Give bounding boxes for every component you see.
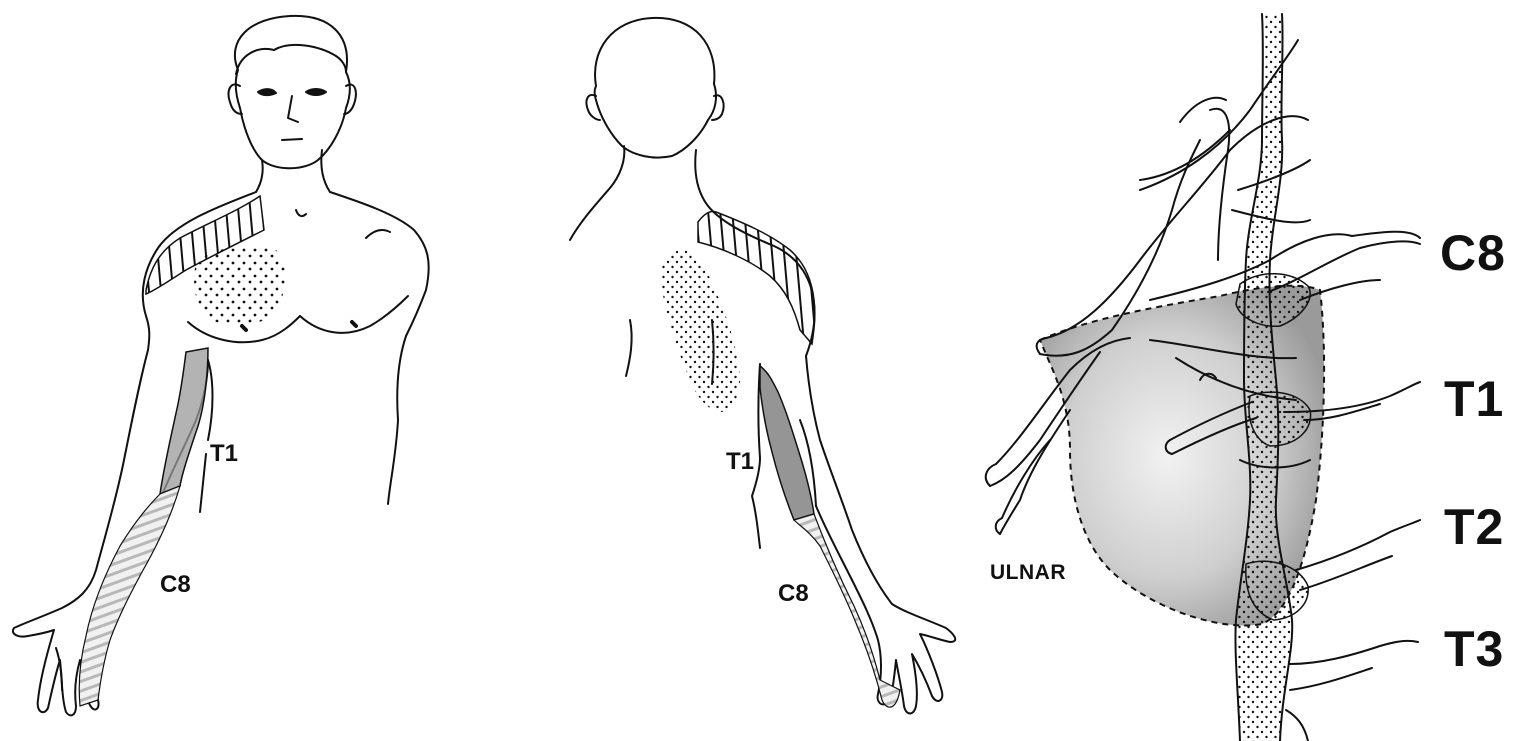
front-head <box>235 16 350 168</box>
t3-root-label: T3 <box>1444 624 1504 674</box>
front-hair <box>236 45 346 74</box>
back-t1-shaded-arm <box>760 366 814 520</box>
back-c8-striped-forearm <box>794 514 900 707</box>
ulnar-nerve-label: ULNAR <box>990 562 1066 583</box>
c8-root-label: C8 <box>1440 228 1506 278</box>
t1-root-label: T1 <box>1444 374 1504 424</box>
front-t1-dots-chest <box>194 246 285 326</box>
front-t1-label: T1 <box>210 442 238 466</box>
front-mouth <box>282 139 302 140</box>
front-c8-label: C8 <box>160 573 191 597</box>
back-figure <box>570 18 955 714</box>
back-t1-dots-scapula <box>661 250 740 412</box>
front-eye-right <box>306 89 326 95</box>
front-eye-left <box>258 89 276 95</box>
back-head <box>595 18 717 158</box>
front-t1-shaded-arm <box>160 348 208 494</box>
t2-root-label: T2 <box>1444 502 1504 552</box>
back-t1-label: T1 <box>726 450 754 474</box>
front-nose <box>288 96 298 122</box>
front-left-arm <box>13 350 148 715</box>
back-c8-label: C8 <box>778 582 809 606</box>
front-figure <box>13 16 429 716</box>
